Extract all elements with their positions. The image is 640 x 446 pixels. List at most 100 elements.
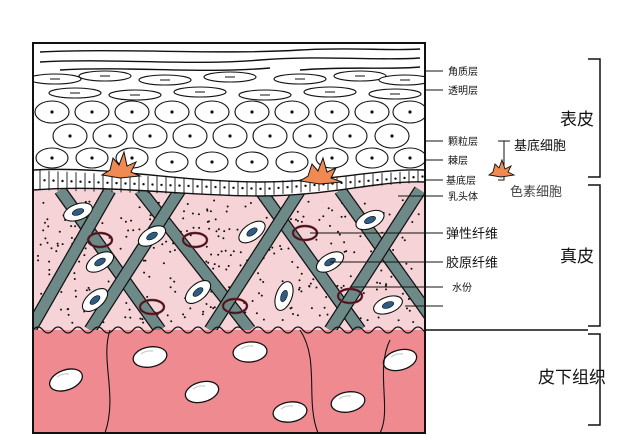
water-dot bbox=[408, 309, 411, 312]
water-dot bbox=[169, 286, 172, 289]
water-dot bbox=[198, 226, 201, 229]
label-elastic-fiber: 弹性纤维 bbox=[446, 227, 498, 242]
fat-cell bbox=[330, 391, 366, 413]
water-dot bbox=[55, 250, 58, 253]
water-dot bbox=[262, 281, 265, 283]
water-dot bbox=[403, 239, 406, 242]
cell-nucleus bbox=[390, 134, 394, 138]
basal-cell-nucleus bbox=[286, 185, 289, 189]
water-dot bbox=[236, 228, 239, 231]
water-dot bbox=[296, 219, 299, 222]
water-dot bbox=[327, 207, 330, 210]
water-dot bbox=[209, 306, 212, 309]
water-dot bbox=[166, 314, 169, 317]
water-dot bbox=[410, 267, 413, 270]
water-dot bbox=[182, 217, 185, 220]
water-dot bbox=[340, 286, 343, 289]
water-dot bbox=[37, 259, 40, 262]
water-dot bbox=[224, 249, 227, 252]
water-dot bbox=[388, 213, 391, 216]
water-dot bbox=[359, 317, 362, 320]
fat-cell-highlight bbox=[280, 405, 294, 410]
water-dot bbox=[61, 243, 64, 246]
water-dot bbox=[46, 241, 49, 244]
water-dot bbox=[173, 280, 176, 283]
water-dot bbox=[192, 226, 195, 229]
water-dot bbox=[197, 213, 200, 216]
water-dot bbox=[210, 253, 213, 256]
label-water: 水份 bbox=[452, 282, 472, 294]
cell-nucleus bbox=[148, 134, 152, 138]
dermis-hypodermis-boundary bbox=[33, 326, 425, 334]
water-dot bbox=[83, 254, 86, 257]
water-dot bbox=[169, 250, 172, 253]
collagen-fiber bbox=[335, 186, 425, 330]
water-dot bbox=[42, 201, 45, 204]
label-basal-cell: 基底细胞 bbox=[514, 138, 566, 154]
elastic-fiber-ring-edge bbox=[139, 299, 165, 315]
water-dot bbox=[202, 310, 205, 313]
basal-cell-nucleus bbox=[52, 179, 55, 182]
water-dot bbox=[107, 280, 110, 283]
water-dot bbox=[39, 243, 42, 246]
hypodermis-region bbox=[33, 330, 425, 433]
fat-cell-highlight bbox=[192, 385, 206, 390]
water-dot bbox=[205, 245, 208, 248]
water-dot bbox=[56, 244, 59, 247]
water-dot bbox=[337, 230, 339, 233]
basal-cell-nucleus bbox=[232, 186, 235, 189]
water-dot bbox=[370, 250, 373, 253]
water-dot bbox=[363, 202, 366, 205]
water-dot bbox=[258, 292, 260, 295]
water-dot bbox=[84, 200, 87, 203]
label-hypodermis: 皮下组织 bbox=[538, 368, 606, 388]
water-dot bbox=[262, 318, 265, 321]
basal-cell-nucleus bbox=[196, 185, 199, 188]
water-dot bbox=[88, 200, 91, 203]
water-dot bbox=[85, 289, 88, 292]
water-dot bbox=[412, 321, 415, 323]
fat-cell bbox=[184, 380, 220, 404]
water-dot bbox=[149, 214, 152, 217]
fat-cell-highlight bbox=[338, 395, 352, 400]
water-dot bbox=[359, 235, 362, 238]
water-dot bbox=[338, 233, 341, 236]
water-dot bbox=[206, 209, 209, 212]
water-dot bbox=[212, 307, 215, 310]
water-dot bbox=[390, 275, 393, 278]
water-dot bbox=[340, 215, 343, 218]
water-dot bbox=[330, 242, 333, 245]
cell-nucleus bbox=[348, 134, 352, 138]
water-dot bbox=[132, 229, 135, 232]
water-dot bbox=[205, 260, 208, 263]
water-dot bbox=[279, 245, 282, 247]
water-dot bbox=[298, 286, 301, 289]
water-dot bbox=[124, 220, 127, 223]
collagen-fiber bbox=[325, 187, 425, 330]
water-dot bbox=[40, 292, 43, 295]
water-dot bbox=[44, 237, 47, 240]
water-dot bbox=[265, 216, 268, 219]
water-dot bbox=[128, 308, 131, 311]
basal-cell-nucleus bbox=[205, 185, 208, 188]
water-dot bbox=[239, 251, 242, 254]
water-dot bbox=[212, 267, 215, 270]
cell-nucleus bbox=[250, 160, 254, 164]
water-dot bbox=[48, 260, 51, 263]
cell-nucleus bbox=[90, 156, 94, 160]
cell-nucleus bbox=[90, 110, 94, 114]
water-dot bbox=[218, 265, 220, 268]
water-dot bbox=[74, 289, 77, 292]
stratum-lucidum-cells bbox=[33, 70, 425, 101]
water-dot bbox=[205, 303, 208, 305]
water-dot bbox=[46, 218, 49, 221]
basal-cell-nucleus bbox=[403, 176, 406, 180]
water-dot bbox=[101, 222, 104, 225]
cell-nucleus bbox=[170, 160, 174, 164]
basal-cell-nucleus bbox=[277, 186, 280, 190]
water-dot bbox=[125, 302, 128, 304]
water-dot bbox=[239, 264, 242, 267]
water-dot bbox=[217, 253, 220, 256]
water-dot bbox=[295, 218, 297, 221]
water-dot bbox=[220, 250, 223, 253]
